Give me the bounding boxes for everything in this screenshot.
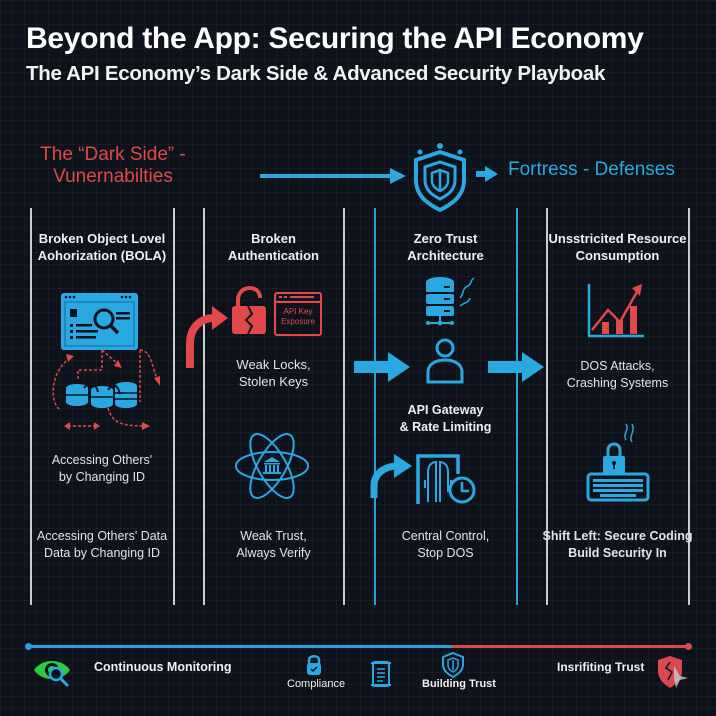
insrifiting-trust-label: Insrifiting Trust [557,660,645,674]
page-title: Beyond the App: Securing the API Economy [26,22,644,55]
column-divider [688,208,690,605]
bola-heading: Broken Object Lovel Aohorization (BOLA) [37,231,167,263]
column-divider [546,208,548,605]
resource-consumption-mid-text: DOS Attacks, Crashing Systems [566,359,669,390]
broken-auth-mid-text: Weak Locks, Stolen Keys [236,357,311,389]
zero-trust-heading: Zero Trust Architecture [407,231,484,263]
api-gateway-text: API Gateway & Rate Limiting [399,403,492,434]
building-trust-label: Building Trust [422,678,496,690]
broken-lock-icon [232,285,266,335]
blue-arrow-icon [354,352,410,382]
page-subtitle: The API Economy’s Dark Side & Advanced S… [26,62,606,85]
bola-bottom-text: Accessing Others' Data Data by Changing … [36,529,168,560]
timeline-defense [28,645,452,648]
keyboard-lock-icon [586,423,650,502]
resource-consumption-heading: Unsstricited Resource Consumption [548,231,687,263]
api-key-exposure-badge: API Key Exposure [274,292,322,336]
column-divider [516,208,518,605]
broken-shield-icon [658,656,688,688]
browser-search-icon [61,293,138,350]
column-divider [203,208,205,605]
column-divider [30,208,32,605]
api-key-exposure-label: API Key Exposure [281,307,315,326]
red-curved-arrow-icon [186,306,228,368]
bola-mid-text: Accessing Others' by Changing ID [51,453,153,484]
scroll-document-icon [371,661,391,687]
column-divider [173,208,175,605]
dark-side-label: The “Dark Side” - Vunernabilties [40,144,186,187]
column-divider [374,208,376,605]
user-icon [426,338,464,384]
continuous-monitoring-label: Continuous Monitoring [94,660,232,674]
building-trust-shield-icon [442,651,464,679]
eye-search-icon [34,661,70,688]
fortress-shield-icon [414,143,466,213]
blue-arrow-icon [488,352,544,382]
broken-auth-heading: Broken Authentication [228,231,319,263]
resource-consumption-bottom-text: Shift Left: Secure Coding Build Security… [542,529,693,560]
gateway-clock-icon [416,454,476,504]
small-arrow-icon [476,166,498,182]
blue-curved-arrow-icon [370,454,412,498]
header-arrow-icon [260,168,406,184]
atom-bank-icon [235,433,309,499]
timeline-threat [452,645,688,648]
compliance-lock-icon [307,655,321,675]
server-stack-icon [426,277,475,326]
zero-trust-bottom-text: Central Control, Stop DOS [401,529,490,560]
broken-auth-bottom-text: Weak Trust, Always Verify [236,529,311,560]
rising-chart-icon [587,284,644,338]
compliance-label: Compliance [287,678,346,690]
database-chain-icon [52,349,160,430]
timeline-start-dot [25,643,32,650]
timeline-end-dot [685,643,692,650]
column-divider [343,208,345,605]
fortress-defenses-label: Fortress - Defenses [508,159,675,180]
